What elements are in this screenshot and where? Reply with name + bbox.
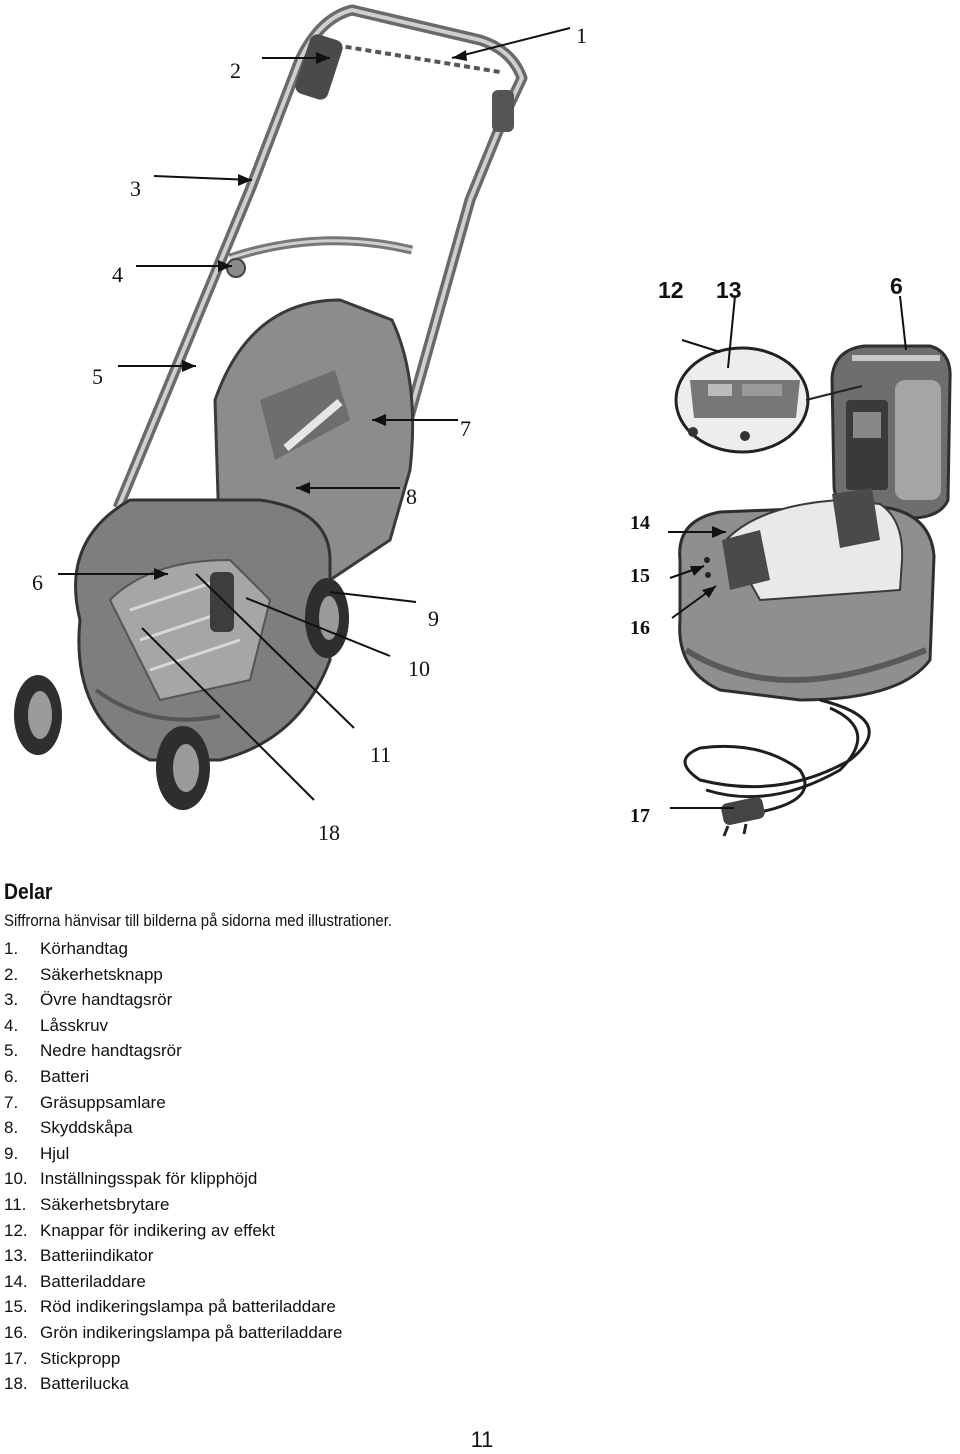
part-number: 1. [4,939,19,958]
callout-1: 1 [576,23,587,48]
part-name: Säkerhetsbrytare [40,1194,170,1214]
parts-list-item: 4. Låsskruv [4,1013,704,1039]
part-name: Batterilucka [40,1374,129,1394]
callout-7: 7 [460,416,471,441]
callout-12: 12 [658,277,684,303]
part-name: Batteriladdare [40,1271,146,1291]
part-number: 15. [4,1297,28,1317]
parts-illustration: 1 2 3 4 5 6 7 8 9 10 11 18 12 13 6 14 15… [14,4,952,845]
battery-detail-inset [674,346,863,454]
part-number: 17. [4,1348,28,1368]
part-number: 5. [4,1041,19,1061]
part-name: Stickpropp [40,1348,121,1368]
parts-list-item: 16. Grön indikeringslampa på batteriladda… [4,1320,704,1346]
part-name: Grön indikeringslampa på batteriladdare [40,1322,343,1342]
parts-list-item: 10. Inställningsspak för klipphöjd [4,1166,704,1192]
part-number: 11. [4,1194,27,1214]
part-number: 18. [4,1374,28,1394]
part-number: 10. [4,1169,28,1189]
part-name: Röd indikeringslampa på batteriladdare [40,1297,336,1317]
parts-list-item: 8. Skyddskåpa [4,1115,704,1141]
callout-11: 11 [370,742,391,767]
parts-list-item: 2. Säkerhetsknapp [4,962,704,988]
callout-2: 2 [230,58,241,83]
part-name: Hjul [40,1143,70,1163]
part-name: Knappar för indikering av effekt [40,1220,275,1240]
leader-lines [58,27,907,809]
parts-list-item: 12. Knappar för indikering av effekt [4,1218,704,1244]
parts-list-item: 18. Batterilucka [4,1371,704,1397]
callout-13: 13 [716,277,742,303]
part-name: Låsskruv [40,1015,109,1035]
callout-16: 16 [630,617,650,639]
part-name: Batteri [40,1066,90,1086]
parts-list-item: 7. Gräsuppsamlare [4,1090,704,1116]
parts-list-item: 1. Körhandtag [4,936,704,962]
charger-drawing [678,488,936,837]
section-title: Delar [4,879,53,904]
callout-5: 5 [92,364,103,389]
part-name: Batteriindikator [40,1246,154,1266]
callout-6-battery: 6 [890,273,903,299]
part-number: 12. [4,1220,28,1240]
part-number: 2. [4,964,19,984]
section-intro: Siffrorna hänvisar till bilderna på sido… [4,911,393,930]
parts-list-item: 17. Stickpropp [4,1346,704,1372]
part-number: 13. [4,1246,28,1266]
callout-6-mower: 6 [32,570,43,595]
parts-list-item: 15. Röd indikeringslampa på batteriladdar… [4,1294,704,1320]
part-name: Skyddskåpa [40,1118,133,1138]
parts-list-item: 14. Batteriladdare [4,1269,704,1295]
parts-section: Delar Siffrorna hänvisar till bilderna p… [4,877,704,1397]
callout-10: 10 [408,656,430,681]
part-name: Körhandtag [40,939,128,958]
callout-14: 14 [630,512,650,534]
parts-list: 1. Körhandtag 2. Säkerhetsknapp 3. Övre handt… [4,936,704,1397]
part-number: 7. [4,1092,19,1112]
part-number: 3. [4,990,19,1010]
part-number: 4. [4,1015,19,1035]
part-number: 6. [4,1066,19,1086]
parts-list-item: 9. Hjul [4,1141,704,1167]
callout-17: 17 [630,805,650,827]
part-number: 14. [4,1271,28,1291]
callout-18: 18 [318,820,340,845]
callout-15: 15 [630,565,650,587]
parts-list-item: 3. Övre handtagsrör [4,987,704,1013]
part-number: 9. [4,1143,19,1163]
part-name: Inställningsspak för klipphöjd [40,1169,258,1189]
part-name: Säkerhetsknapp [40,964,163,984]
part-number: 8. [4,1118,19,1138]
callout-3: 3 [130,176,141,201]
lawn-mower-drawing [14,4,528,810]
callout-8: 8 [406,484,417,509]
part-name: Gräsuppsamlare [40,1092,166,1112]
callout-9: 9 [428,606,439,631]
page-number: 11 [470,1427,494,1452]
parts-list-item: 6. Batteri [4,1064,704,1090]
parts-list-item: 5. Nedre handtagsrör [4,1038,704,1064]
callout-4: 4 [112,262,123,287]
parts-list-item: 11. Säkerhetsbrytare [4,1192,704,1218]
part-name: Nedre handtagsrör [40,1041,182,1061]
parts-list-item: 13. Batteriindikator [4,1243,704,1269]
callout-numbers: 1 2 3 4 5 6 7 8 9 10 11 18 12 13 6 14 15… [32,23,903,845]
battery-drawing [830,344,952,520]
part-number: 16. [4,1322,28,1342]
part-name: Övre handtagsrör [40,990,173,1010]
